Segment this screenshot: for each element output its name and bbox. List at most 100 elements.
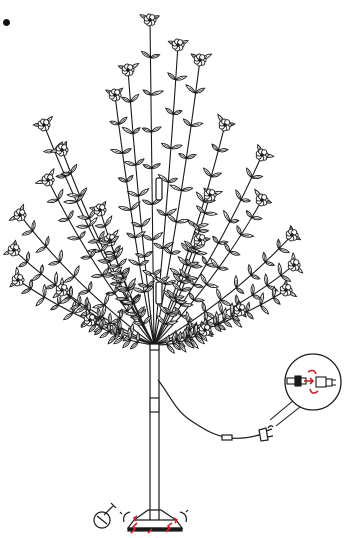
leaf-vein (218, 241, 227, 244)
leaf-vein (170, 251, 179, 254)
leaf-vein (50, 199, 59, 202)
leaf-vein (223, 320, 230, 326)
leaf-vein (152, 235, 160, 241)
leaf-vein (122, 207, 131, 211)
leaf-vein (150, 55, 159, 58)
leaf-vein (278, 248, 287, 252)
power-plug-icon (258, 425, 274, 442)
screwdriver-icon (93, 502, 117, 529)
leaf-vein (82, 257, 91, 259)
leaf-vein (213, 236, 219, 244)
leaf-vein (120, 310, 122, 319)
power-cable (157, 379, 263, 441)
leaf-vein (143, 52, 151, 58)
leaf-vein (184, 332, 186, 341)
leaf-vein (143, 128, 152, 133)
leaf-vein (190, 123, 199, 127)
leaf-vein (127, 233, 136, 239)
branch (149, 19, 155, 346)
leaf-vein (126, 291, 131, 300)
leaf-vein (176, 301, 185, 303)
leaf-vein (173, 270, 181, 276)
trunk-joint-upper (149, 343, 160, 351)
leaf-vein (189, 293, 195, 301)
blossom-cluster (255, 193, 269, 207)
leaf-vein (118, 260, 125, 267)
leaf-vein (140, 310, 145, 318)
leaf-vein (143, 90, 151, 96)
leaf-vein (181, 259, 188, 266)
leaf-vein (131, 341, 139, 348)
leaf-vein (187, 243, 194, 249)
leaf-vein (273, 289, 275, 298)
leaf-vein (187, 263, 196, 266)
tree-trunk (149, 177, 163, 520)
leaf-vein (127, 285, 134, 291)
leaf-vein (113, 327, 117, 336)
leaf-vein (139, 261, 147, 266)
leaf-vein (121, 329, 124, 338)
leaf-vein (128, 162, 136, 166)
branch (153, 124, 226, 346)
leaf-vein (182, 244, 189, 252)
leaf-vein (204, 212, 213, 215)
leaf-vein (193, 245, 202, 249)
leaf-vein (237, 192, 242, 201)
leaf-vein (124, 339, 131, 347)
leaf-vein (231, 315, 239, 321)
leaf-vein (217, 324, 225, 330)
leaf-vein (59, 253, 62, 262)
leaf-vein (136, 289, 145, 293)
leaf-vein (232, 318, 239, 325)
leaf-vein (184, 120, 192, 127)
leaf-vein (132, 261, 140, 266)
leaf-vein (166, 336, 169, 345)
leaf-vein (71, 194, 80, 197)
leaf-vein (225, 214, 231, 223)
leaf-vein (246, 211, 252, 218)
leaf-vein (121, 268, 129, 275)
leaf-vein (174, 186, 182, 191)
leaf-vein (220, 299, 228, 305)
leaf-vein (138, 191, 146, 197)
blossom-cluster (279, 283, 293, 297)
blossom-cluster (108, 88, 122, 102)
leaf-vein (165, 322, 174, 325)
leaf-vein (139, 284, 148, 287)
leaf-vein (225, 244, 231, 253)
leaf-vein (240, 234, 250, 236)
leaf-vein (246, 311, 253, 319)
leaf-vein (159, 279, 166, 285)
leaf-vein (96, 304, 105, 307)
leaf-vein (38, 296, 45, 304)
leaf-vein (251, 176, 260, 178)
leaf-vein (181, 281, 190, 283)
leaf-vein (126, 301, 135, 304)
leaf-vein (178, 334, 181, 343)
leaf-vein (78, 296, 81, 306)
leaf-vein (170, 296, 177, 303)
leaf-vein (166, 344, 173, 351)
plug-connector-icon (284, 353, 342, 411)
leaf-vein (159, 318, 166, 325)
leaf-vein (58, 297, 60, 306)
leaf-vein (176, 220, 185, 223)
leaf-vein (102, 331, 110, 337)
leaf-vein (119, 287, 128, 290)
leaf-vein (134, 233, 143, 239)
leaf-vein (113, 246, 120, 254)
branch (19, 214, 155, 346)
branch (153, 234, 293, 346)
leaf-vein (79, 189, 86, 197)
leaf-vein (213, 261, 219, 269)
leaf-vein (218, 149, 227, 152)
leaf-vein (178, 342, 184, 349)
leaf-vein (229, 251, 238, 255)
leaf-vein (195, 89, 203, 94)
leaf-vein (137, 307, 144, 314)
leaf-vein (265, 261, 273, 266)
leaf-vein (202, 277, 207, 285)
leaf-vein (90, 324, 97, 331)
leaf-vein (279, 267, 281, 276)
